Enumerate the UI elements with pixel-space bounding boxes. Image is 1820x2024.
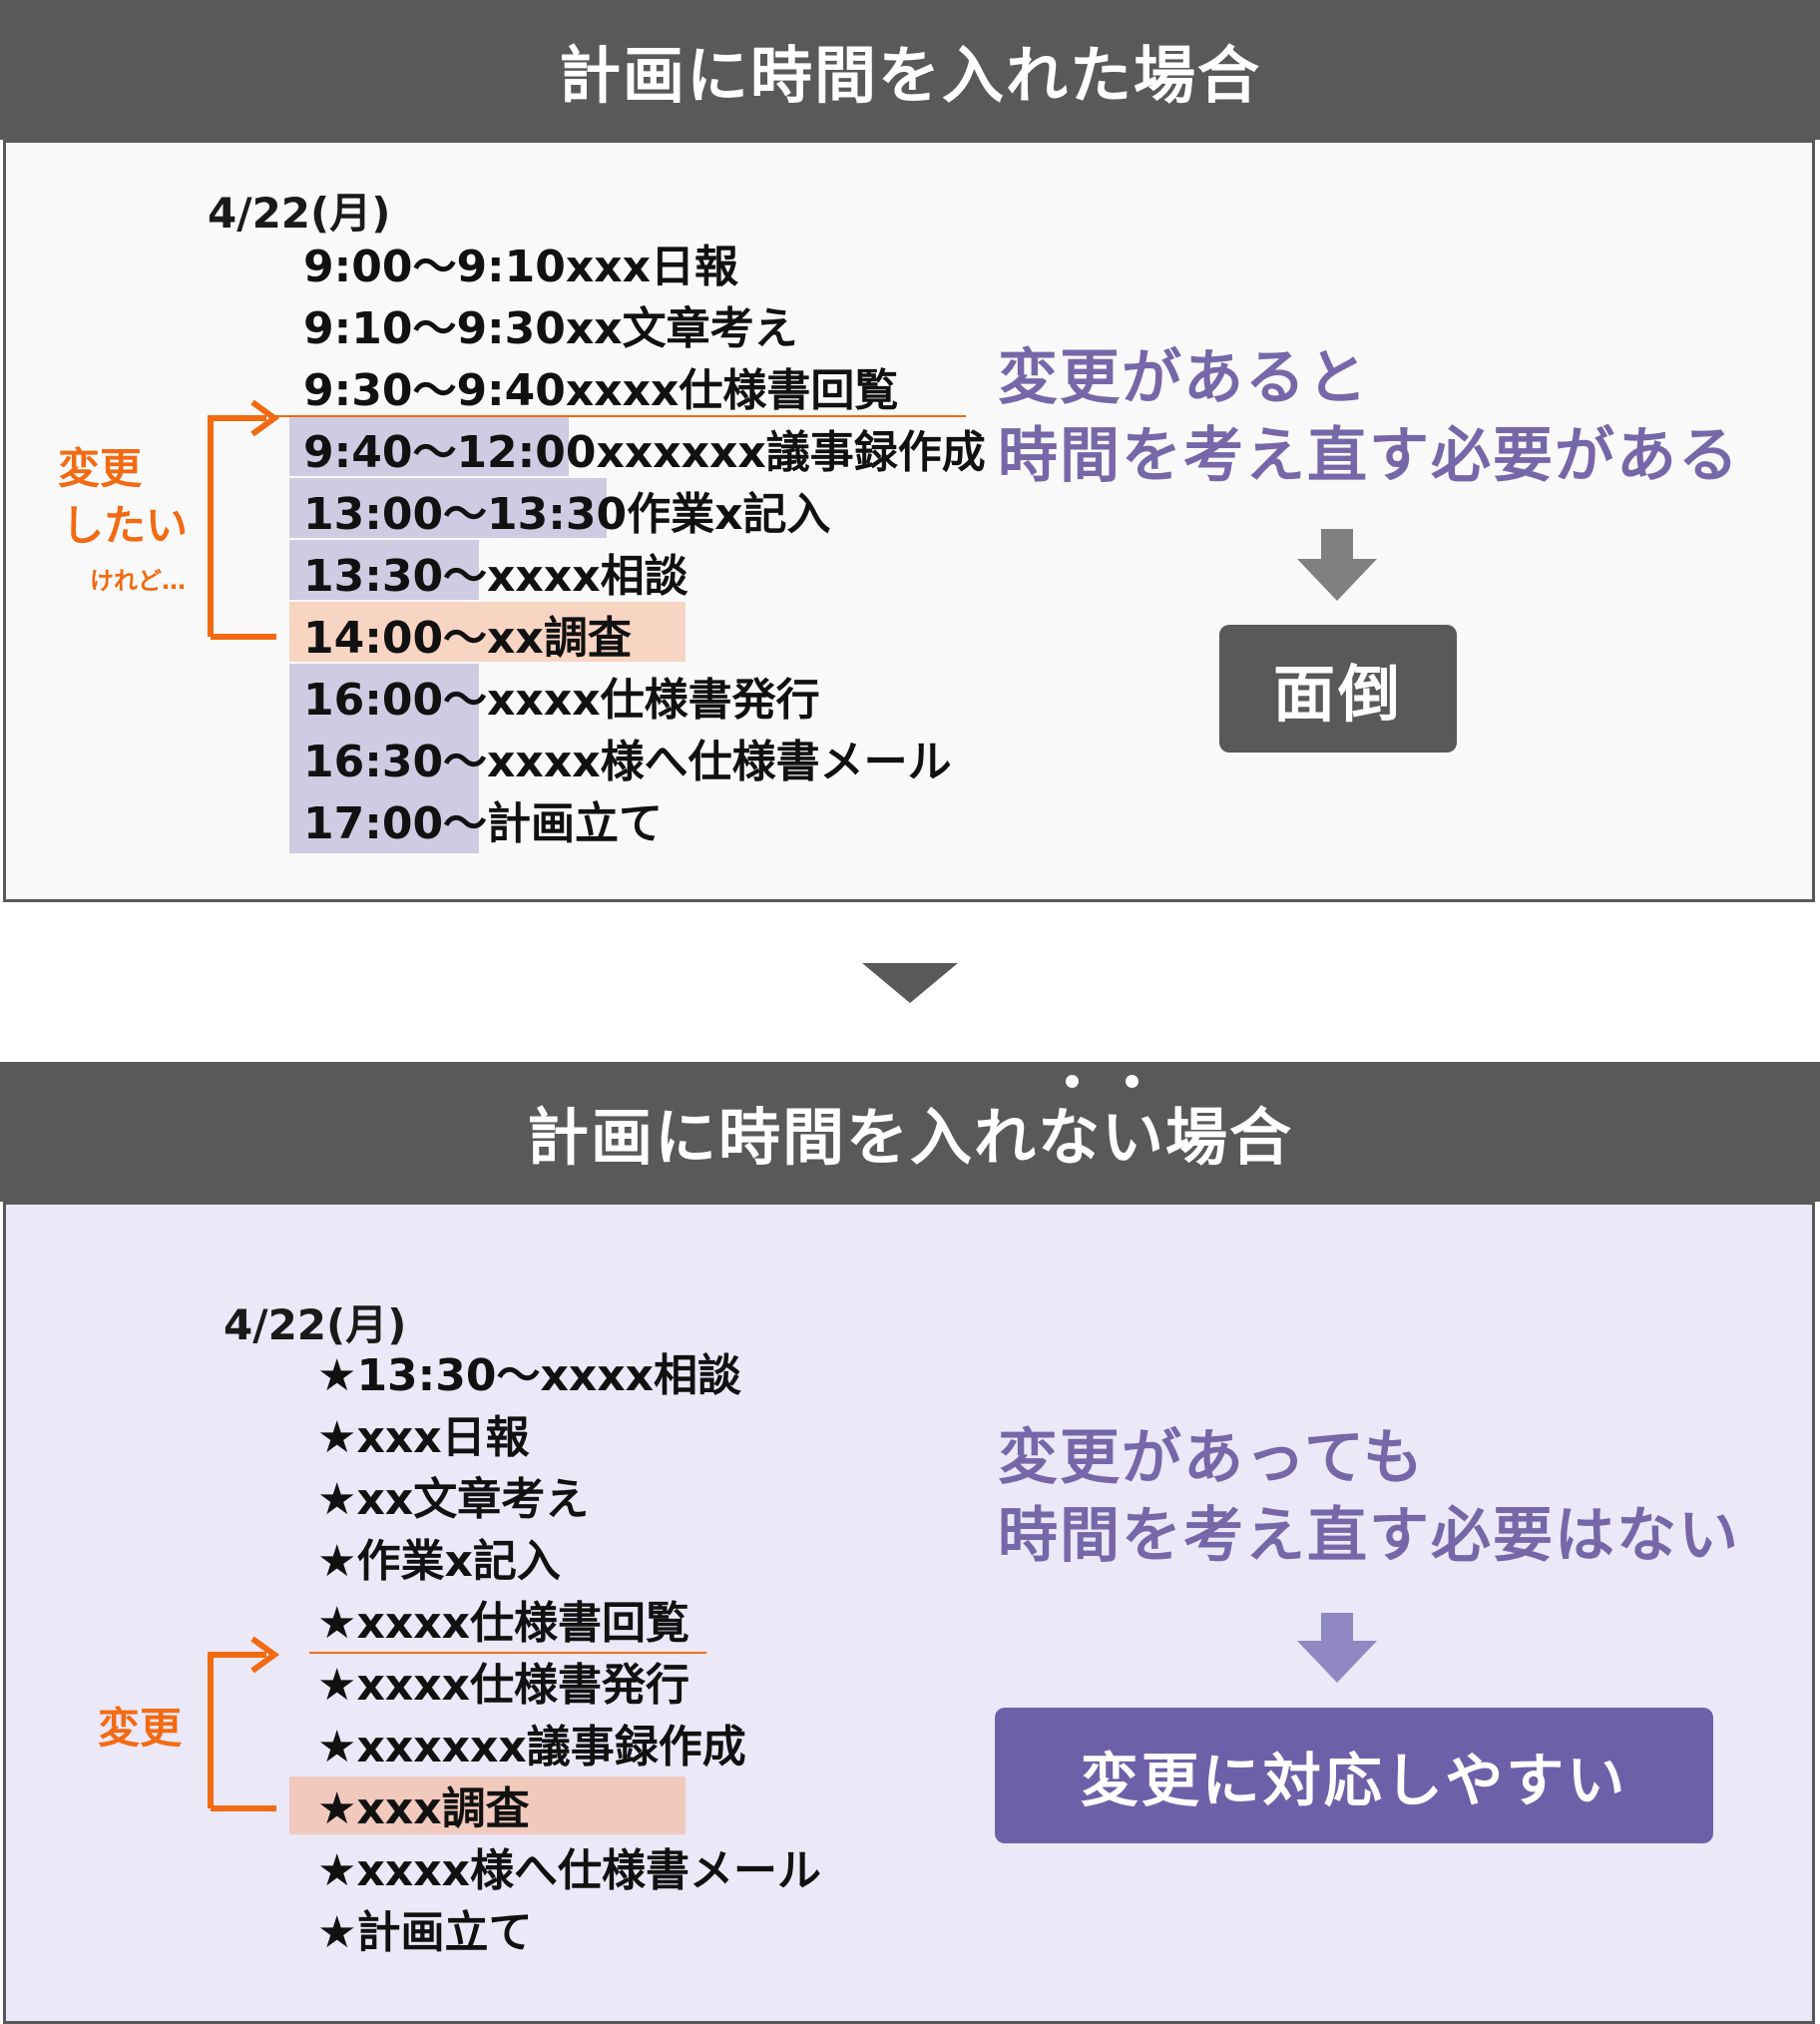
highlight-time-1300: [289, 478, 607, 538]
bottom-item-7: ★xxxxxx議事録作成: [317, 1722, 746, 1772]
section-down-triangle-icon: [862, 963, 958, 1003]
top-item-7: 14:00～xx調査: [303, 613, 632, 664]
top-item-10: 17:00～計画立て: [303, 798, 664, 849]
top-header: 計画に時間を入れた場合: [0, 0, 1820, 140]
highlight-chousa-peach: [289, 1776, 685, 1834]
bottom-item-2: ★xxx日報: [317, 1412, 530, 1463]
bottom-result-box: 変更に対応しやすい: [995, 1708, 1713, 1843]
top-item-8: 16:00～xxxx仕様書発行: [303, 675, 820, 726]
top-date: 4/22(月): [208, 189, 391, 238]
top-message-2: 時間を考え直す必要がある: [998, 421, 1740, 491]
bottom-item-5: ★xxxx仕様書回覧: [317, 1598, 689, 1649]
bottom-insert-line: [309, 1652, 706, 1654]
bottom-down-arrow-icon: [1297, 1613, 1377, 1683]
bottom-message-1: 変更があっても: [998, 1423, 1425, 1493]
top-item-3: 9:30～9:40xxxx仕様書回覧: [303, 365, 899, 416]
bottom-item-8: ★xxx調査: [317, 1783, 530, 1834]
bottom-item-4: ★作業x記入: [317, 1536, 561, 1587]
top-side-label-2: したい: [62, 501, 189, 550]
bottom-date: 4/22(月): [224, 1300, 407, 1349]
top-item-9: 16:30～xxxx様へ仕様書メール: [303, 737, 952, 787]
bottom-title: 計画に時間を入れない場合: [526, 1101, 1293, 1174]
bottom-item-10: ★計画立て: [317, 1907, 533, 1958]
bottom-item-1: ★13:30～xxxx相談: [317, 1350, 742, 1401]
top-side-label-1: 変更: [58, 444, 143, 493]
bottom-item-9: ★xxxx様へ仕様書メール: [317, 1845, 821, 1896]
bottom-panel: [3, 1202, 1815, 2024]
top-down-arrow-icon: [1297, 529, 1377, 601]
highlight-time-1330: [289, 540, 479, 600]
emphasis-dot-2: [1126, 1075, 1138, 1088]
top-result-box: 面倒: [1219, 625, 1457, 753]
top-result-text: 面倒: [1272, 658, 1403, 731]
highlight-time-1600-1700: [289, 664, 479, 853]
top-insert-line: [269, 415, 966, 417]
emphasis-dot-1: [1066, 1075, 1079, 1088]
top-item-2: 9:10～9:30xx文章考え: [303, 303, 798, 354]
bottom-result-text: 変更に対応しやすい: [1080, 1747, 1628, 1814]
top-item-6: 13:30～xxxx相談: [303, 551, 688, 602]
top-item-1: 9:00～9:10xxx日報: [303, 242, 739, 292]
bottom-bracket-arrow-icon: [208, 1636, 280, 1811]
top-item-5: 13:00～13:30作業x記入: [303, 489, 831, 540]
top-bracket-arrow-icon: [208, 399, 280, 640]
bottom-side-label: 変更: [98, 1704, 183, 1753]
bottom-item-6: ★xxxx仕様書発行: [317, 1660, 689, 1711]
top-item-4: 9:40～12:00xxxxxx議事録作成: [303, 427, 986, 478]
bottom-message-2: 時間を考え直す必要はない: [998, 1501, 1740, 1571]
bottom-header: 計画に時間を入れない場合: [0, 1062, 1820, 1202]
top-message-1: 変更があると: [998, 343, 1369, 413]
highlight-1400-peach: [289, 602, 685, 662]
top-title: 計画に時間を入れた場合: [558, 39, 1261, 112]
bottom-item-3: ★xx文章考え: [317, 1474, 590, 1525]
top-side-label-small: けれど…: [90, 567, 186, 595]
highlight-time-940: [289, 416, 569, 476]
